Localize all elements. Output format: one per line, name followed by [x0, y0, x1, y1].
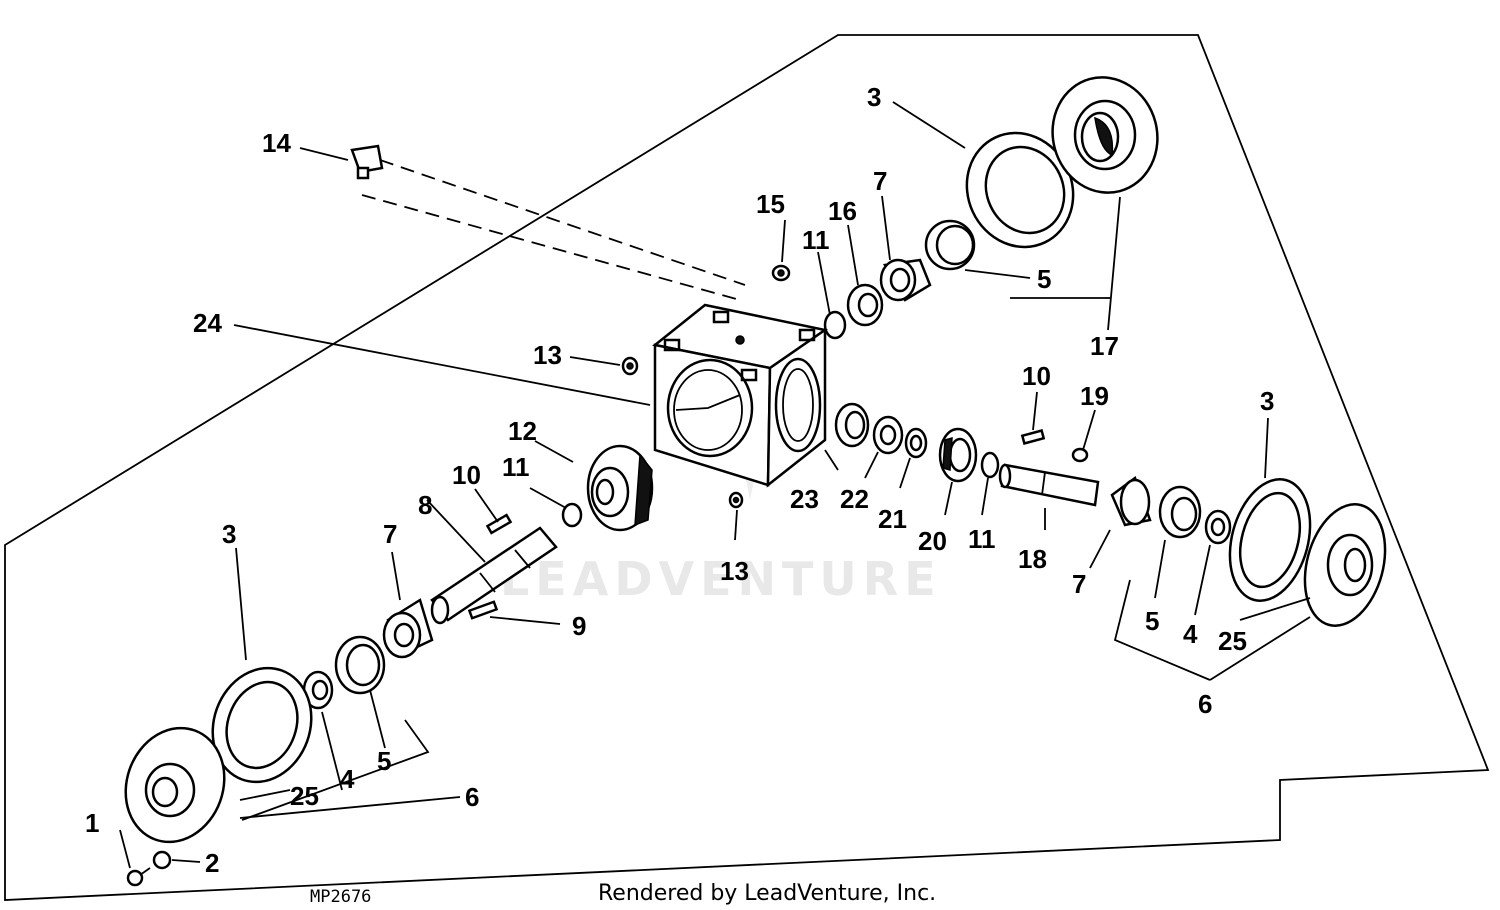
part-25-cap-lower: [124, 726, 226, 844]
callout-18: 18: [1018, 544, 1047, 574]
callout-13-lower: 13: [720, 556, 749, 586]
part-3-gasket-right: [1228, 478, 1312, 602]
part-8-input-shaft: [430, 526, 558, 625]
callout-5-lower: 5: [377, 746, 391, 776]
callout-14: 14: [262, 128, 291, 158]
part-2-lock-washer: [152, 850, 172, 870]
part-22-cone: [872, 415, 904, 455]
part-11-snap-ring-upper: [823, 310, 847, 340]
callout-24: 24: [193, 308, 222, 338]
part-11-snap-ring-middle: [980, 451, 1000, 479]
part-5-cup-right: [1158, 485, 1202, 539]
callout-11-right: 11: [968, 524, 996, 554]
callout-6-lower: 6: [465, 782, 479, 812]
part-24-gearbox-housing: [652, 303, 829, 488]
callout-6-right: 6: [1198, 689, 1212, 719]
callout-23: 23: [790, 484, 819, 514]
callout-7-right: 7: [1072, 569, 1086, 599]
part-19-key: [1071, 447, 1089, 463]
callout-10-upper: 10: [1022, 361, 1051, 391]
part-7-cone-lower: [382, 598, 434, 659]
part-3-gasket-lower: [211, 666, 313, 784]
part-4-seal-right: [1204, 509, 1232, 545]
callout-25-right: 25: [1218, 626, 1247, 656]
callout-8: 8: [418, 490, 432, 520]
watermark-text: LEADVENTURE: [500, 552, 942, 606]
drawing-number: MP2676: [310, 887, 371, 907]
callout-labels: 1 2 3 3 3 4 4 5 5 5 6 6 7 7 7 8 9 10 10 …: [85, 82, 1274, 878]
callout-21: 21: [878, 504, 907, 534]
callout-11-upper: 11: [802, 225, 830, 255]
part-9-key: [467, 600, 499, 620]
callout-16: 16: [828, 196, 857, 226]
diagram-border: [4, 34, 1490, 901]
callout-15: 15: [756, 189, 785, 219]
callout-17: 17: [1090, 331, 1119, 361]
callout-4-right: 4: [1183, 619, 1198, 649]
callout-5-right: 5: [1145, 606, 1159, 636]
part-4-seal-lower: [302, 670, 334, 710]
render-credit: Rendered by LeadVenture, Inc.: [598, 881, 936, 906]
part-23-cup: [834, 402, 870, 448]
part-16-bearing-upper: [846, 283, 884, 327]
callout-9: 9: [572, 611, 586, 641]
callout-7-lower: 7: [383, 519, 397, 549]
callout-3-upper: 3: [867, 82, 881, 112]
callout-1: 1: [85, 808, 99, 838]
part-5-cup-lower: [334, 635, 386, 695]
callout-13-upper: 13: [533, 340, 562, 370]
part-13-plug-lower: [728, 491, 744, 509]
part-14-fitting: [350, 144, 384, 180]
part-7-cone-upper: [879, 258, 932, 302]
part-20-bevel-gear: [938, 427, 978, 483]
part-13-plug-upper: [621, 356, 639, 376]
callout-20: 20: [918, 526, 947, 556]
part-5-cup-upper: [924, 219, 976, 271]
leader-lines: [119, 101, 1311, 869]
part-10-key-lower: [485, 513, 513, 535]
callout-3-lower: 3: [222, 519, 236, 549]
callout-19: 19: [1080, 381, 1109, 411]
callout-2: 2: [205, 848, 219, 878]
callout-22: 22: [840, 484, 869, 514]
callout-7-upper: 7: [873, 166, 887, 196]
part-17-cap-upper: [1051, 76, 1159, 194]
part-1-cap-screw: [126, 867, 151, 887]
part-21-shim: [904, 427, 928, 459]
callout-5-upper: 5: [1037, 264, 1051, 294]
part-18-shaft: [998, 463, 1100, 507]
part-7-cone-right: [1110, 475, 1152, 527]
part-10-key-upper: [1020, 429, 1046, 445]
callout-10-lower: 10: [452, 460, 481, 490]
part-11-snap-ring-lower: [561, 502, 583, 528]
callout-4-lower: 4: [340, 764, 355, 794]
part-12-pinion-gear: [586, 444, 654, 532]
callout-25-lower: 25: [290, 781, 319, 811]
callout-11-lower: 11: [502, 452, 530, 482]
callout-12: 12: [508, 416, 537, 446]
part-25-cap-right: [1303, 503, 1387, 627]
part-15-plug: [771, 264, 791, 282]
callout-3-right: 3: [1260, 386, 1274, 416]
guide-line-14a: [379, 159, 746, 286]
